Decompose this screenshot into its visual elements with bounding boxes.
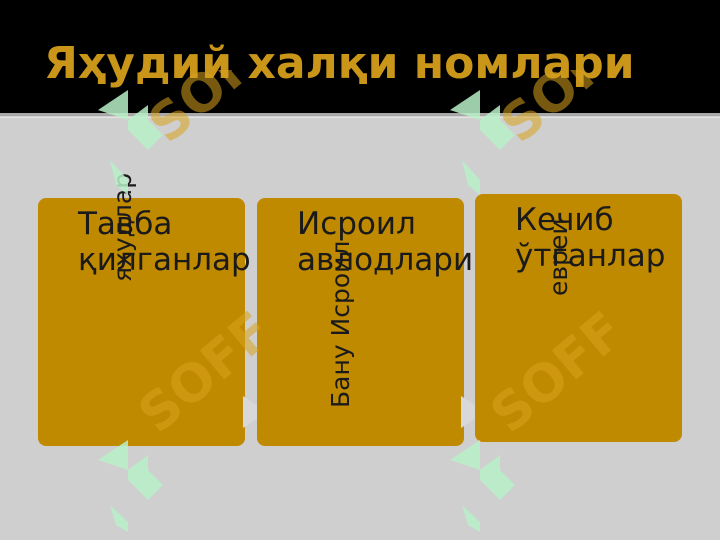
slide-title: Яҳудий халқи номлари (44, 38, 635, 89)
process-card-1[interactable]: Тавба қилганлар (38, 198, 251, 446)
card-2-text: Исроил авлодлари (297, 206, 474, 278)
process-card-3[interactable]: Кечиб ўтганлар (475, 194, 682, 442)
card-3-vertical-label: евреи (544, 218, 573, 296)
card-3-text: Кечиб ўтганлар (515, 202, 666, 274)
slide-header: Яҳудий халқи номлари (0, 0, 720, 113)
header-divider-highlight (0, 117, 720, 118)
card-1-text: Тавба қилганлар (78, 206, 251, 278)
process-card-2[interactable]: Исроил авлодлари (257, 198, 474, 446)
card-2-vertical-label: Бану Исроил (326, 240, 355, 408)
header-divider (0, 113, 720, 116)
card-1-vertical-label: яҳудлар (108, 172, 137, 282)
